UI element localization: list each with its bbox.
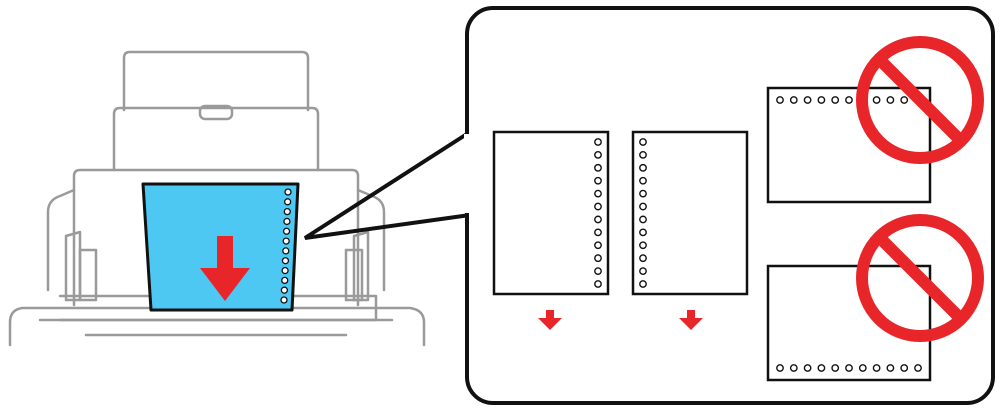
punched-hole-icon — [639, 163, 647, 172]
punched-hole-icon — [282, 227, 291, 235]
prohibited-icon — [856, 214, 984, 342]
punched-hole-icon — [281, 266, 289, 275]
punched-hole-icon — [639, 202, 647, 211]
callout-pointer — [303, 130, 472, 240]
edge-guide-left — [78, 248, 98, 302]
load-direction-arrow-icon — [200, 236, 250, 301]
punched-hole-icon — [803, 96, 812, 104]
paper-example-ng-holes-bottom — [766, 214, 984, 382]
punched-hole-icon — [872, 364, 881, 372]
punched-hole-icon — [639, 176, 647, 185]
punched-hole-icon — [900, 364, 909, 372]
punched-hole-icon — [914, 364, 922, 372]
prohibited-slash — [874, 232, 966, 324]
punched-hole-icon — [284, 188, 292, 196]
punched-hole-icon — [776, 364, 784, 372]
punched-hole-icon — [281, 257, 290, 265]
punched-hole-icon — [594, 241, 602, 250]
paper-sheet-icon — [766, 264, 932, 382]
paper-examples — [492, 36, 984, 382]
punched-hole-icon — [594, 163, 602, 172]
load-direction-arrow-icon — [679, 310, 703, 330]
punched-hole-icon — [886, 96, 895, 104]
punched-hole-icon — [594, 202, 602, 211]
paper-sheet-icon — [492, 130, 610, 296]
punched-hole-icon — [594, 267, 602, 275]
punched-hole-icon — [639, 254, 647, 263]
punched-hole-icon — [594, 228, 602, 237]
paper-example-ok-holes-left — [631, 130, 749, 330]
prohibited-slash — [874, 54, 966, 146]
punched-hole-icon — [817, 364, 826, 372]
paper-example-ng-holes-top — [766, 36, 984, 204]
printer-body — [8, 306, 426, 347]
paper-example-ok-holes-right — [492, 130, 610, 330]
load-direction-arrow-icon — [538, 310, 562, 330]
prohibited-ring — [856, 36, 984, 164]
support-tab — [198, 104, 234, 121]
punched-hole-icon — [639, 151, 647, 159]
punched-hole-icon — [282, 247, 290, 255]
punched-hole-icon — [639, 280, 647, 288]
punched-hole-icon — [845, 96, 853, 104]
punched-hole-icon — [858, 364, 867, 372]
punched-hole-icon — [845, 364, 853, 372]
prohibited-icon — [856, 36, 984, 164]
punched-hole-icon — [594, 151, 602, 159]
loaded-paper-holes — [280, 188, 292, 304]
punched-hole-icon — [886, 364, 895, 372]
punched-hole-icon — [639, 189, 647, 198]
printer-icon — [8, 50, 426, 347]
guide-tab-right — [352, 230, 370, 302]
punched-hole-icon — [639, 241, 647, 250]
punched-hole-icon — [283, 217, 291, 226]
punched-hole-icon — [594, 254, 602, 263]
punched-hole-icon — [803, 364, 812, 372]
prohibited-ring — [856, 214, 984, 342]
punched-hole-icon — [831, 96, 840, 104]
punched-hole-icon — [594, 176, 602, 185]
punched-hole-icon — [280, 286, 289, 294]
punched-hole-icon — [639, 267, 647, 275]
punched-hole-icon — [283, 207, 291, 216]
punched-hole-icon — [639, 138, 647, 146]
punched-hole-icon — [817, 96, 826, 104]
punched-hole-icon — [872, 96, 881, 104]
punched-hole-icon — [594, 138, 602, 146]
punched-hole-icon — [280, 296, 288, 304]
punched-hole-icon — [639, 228, 647, 237]
punched-hole-icon — [281, 276, 289, 285]
punched-hole-icon — [594, 189, 602, 198]
punched-hole-icon — [900, 96, 909, 104]
paper-support-extension — [112, 106, 320, 172]
callout-opening — [464, 134, 470, 213]
punched-hole-icon — [594, 280, 602, 288]
punched-hole-icon — [789, 364, 798, 372]
punched-hole-icon — [831, 364, 840, 372]
punched-hole-icon — [283, 198, 292, 206]
paper-sheet-icon — [631, 130, 749, 296]
paper-sheet-icon — [766, 86, 932, 204]
punched-hole-icon — [639, 215, 647, 224]
punched-hole-icon — [594, 215, 602, 224]
rear-feeder — [72, 168, 360, 307]
paper-support — [122, 50, 310, 112]
punched-hole-icon — [789, 96, 798, 104]
punched-hole-icon — [776, 96, 784, 104]
punched-hole-icon — [282, 237, 290, 245]
guide-tab-left — [64, 230, 82, 302]
